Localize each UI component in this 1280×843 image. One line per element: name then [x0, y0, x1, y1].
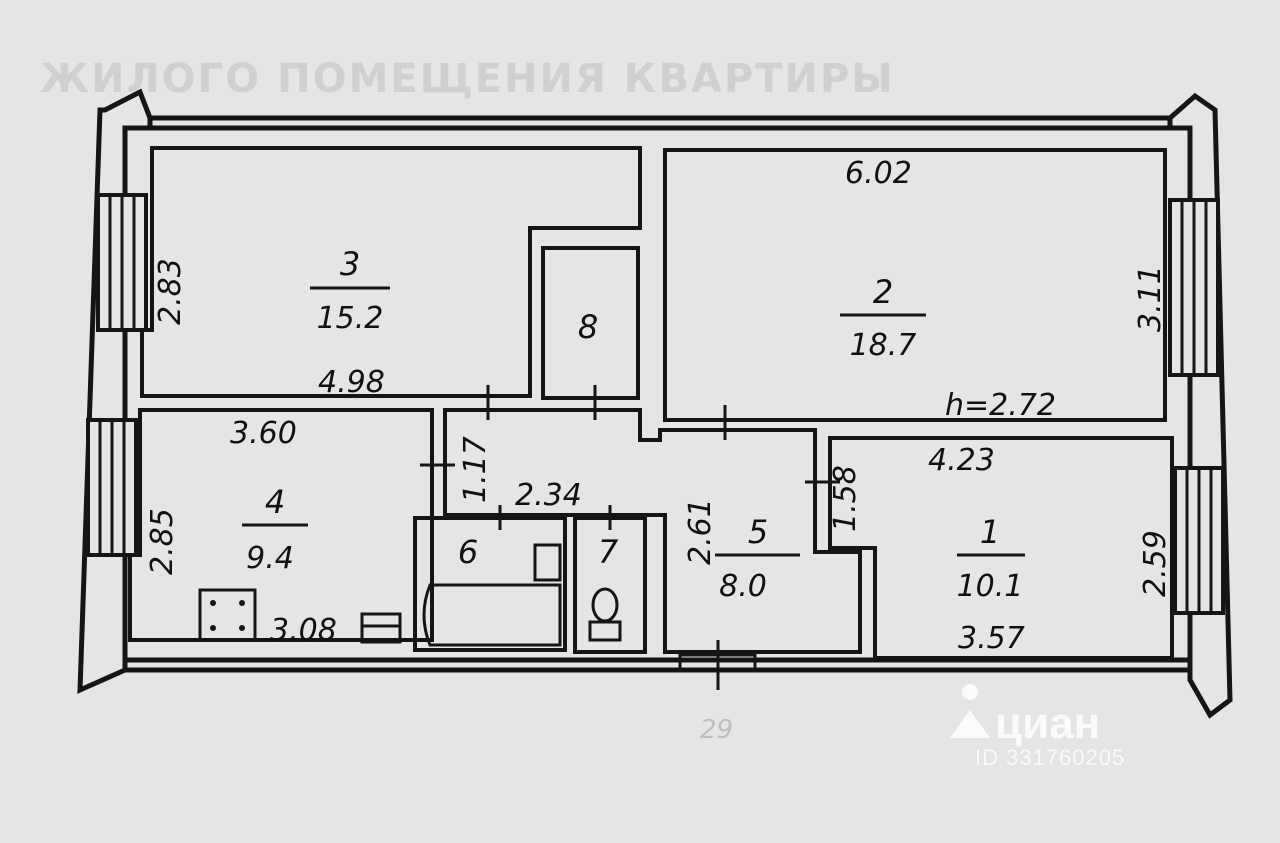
svg-text:8.0: 8.0 [719, 569, 767, 604]
door-marks [420, 385, 840, 690]
sink-icon [360, 612, 402, 644]
cian-logo-icon [950, 684, 990, 738]
room-5-label: 5 8.0 [715, 513, 800, 604]
room-8-label: 8 [578, 308, 598, 346]
outer-walls [77, 88, 1233, 719]
room-3-outline [140, 146, 642, 398]
room-8-outline [541, 246, 640, 400]
room-4-outline [128, 408, 434, 642]
room-2-outline [663, 148, 1167, 422]
dim-room2-height: 3.11 [1133, 265, 1168, 332]
dim-room2-width: 6.02 [845, 156, 912, 191]
cian-watermark: циан ID 331760205 [950, 684, 1125, 770]
dim-ceiling-height: h=2.72 [945, 388, 1056, 423]
room-1-label: 1 10.1 [957, 513, 1025, 604]
dim-room1-height: 2.59 [1138, 530, 1173, 597]
listing-id: ID 331760205 [975, 745, 1125, 770]
dim-room1-width-top: 4.23 [928, 443, 995, 478]
room-3-label: 3 15.2 [310, 245, 390, 336]
dim-room4-width-top: 3.60 [230, 416, 297, 451]
dim-room3-width: 4.98 [318, 365, 385, 400]
room-2-label: 2 18.7 [840, 273, 926, 363]
cian-brand: циан [995, 699, 1100, 748]
window-right-top [1168, 198, 1220, 377]
faint-number: 29 [700, 715, 733, 745]
svg-text:1: 1 [980, 513, 1000, 551]
room-4-label: 4 9.4 [242, 483, 308, 576]
svg-text:6: 6 [458, 533, 478, 571]
bathtub-icon [422, 583, 562, 647]
svg-text:18.7: 18.7 [850, 328, 917, 363]
svg-text:8: 8 [578, 308, 598, 346]
svg-text:10.1: 10.1 [957, 569, 1024, 604]
svg-text:15.2: 15.2 [317, 301, 384, 336]
toilet-icon [588, 587, 622, 642]
stove-icon [198, 588, 257, 642]
svg-text:4: 4 [265, 483, 285, 521]
room-1-outline [828, 436, 1174, 660]
window-left-bottom [86, 418, 138, 557]
dim-room5-height: 2.61 [683, 498, 718, 565]
dim-room4-height: 2.85 [145, 508, 180, 575]
svg-text:5: 5 [748, 513, 768, 551]
dim-room1-width-bottom: 3.57 [958, 621, 1025, 656]
washbasin-icon [533, 543, 562, 582]
room-5-outline [443, 408, 862, 654]
svg-text:7: 7 [598, 533, 619, 571]
dim-room3-height: 2.83 [153, 258, 188, 325]
svg-text:2: 2 [873, 273, 893, 311]
dim-room4-width-bottom: 3.08 [270, 613, 337, 648]
dim-passage-width: 1.58 [828, 465, 863, 532]
dim-corridor-width: 2.34 [515, 478, 582, 513]
svg-text:3: 3 [340, 245, 360, 283]
svg-text:9.4: 9.4 [246, 541, 294, 576]
room-6-outline [413, 516, 567, 652]
room-6-label: 6 [458, 533, 478, 571]
dim-corridor-height: 1.17 [458, 436, 493, 503]
room-7-label: 7 [598, 533, 619, 571]
faded-header-text: ЖИЛОГО ПОМЕЩЕНИЯ КВАРТИРЫ [40, 56, 895, 102]
window-right-bottom [1173, 466, 1225, 615]
window-left-top [96, 193, 148, 332]
